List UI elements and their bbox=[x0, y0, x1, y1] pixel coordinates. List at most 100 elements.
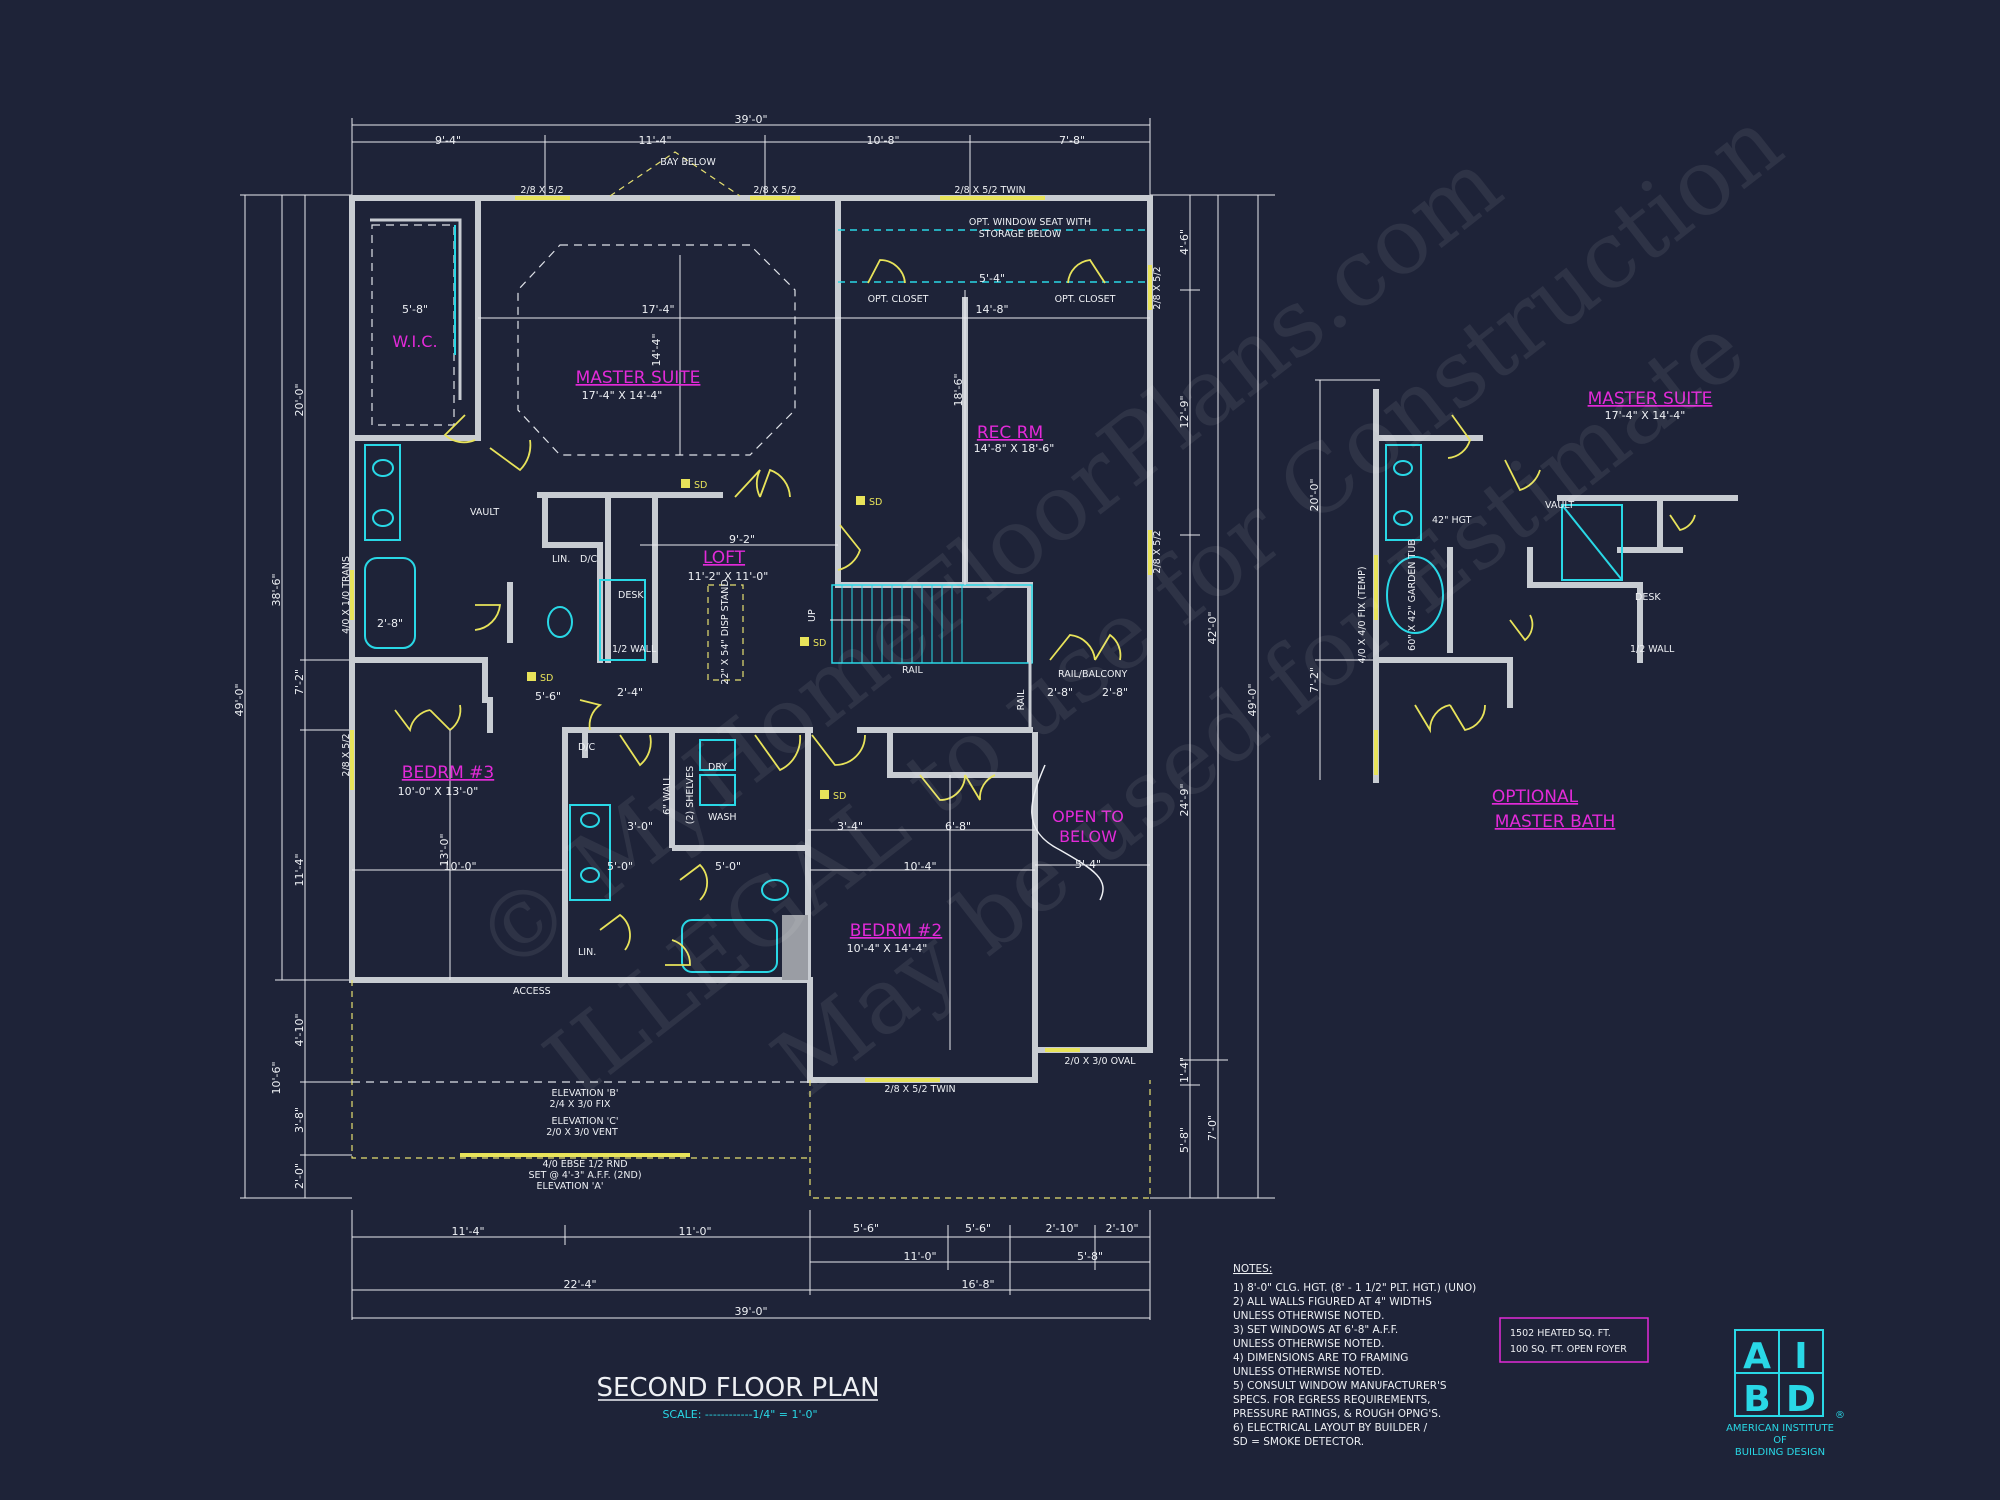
right-dimensions: 4'-6" 12'-9" 24'-9" 1'-4" 5'-8" 42'-0" 7… bbox=[1150, 194, 1275, 1199]
top-dimensions: 39'-0" 9'-4" 11'-4" 10'-8" 7'-8" bbox=[351, 113, 1151, 195]
dc-label: D/C bbox=[580, 554, 598, 565]
logo-d: D bbox=[1786, 1379, 1816, 1420]
dim-text: 3'-0" bbox=[627, 820, 653, 833]
note-line: PRESSURE RATINGS, & ROUGH OPNG'S. bbox=[1233, 1408, 1441, 1420]
bedrm2-size: 10'-4" X 14'-4" bbox=[847, 942, 928, 955]
windows bbox=[350, 196, 1152, 1157]
window-label: 2/0 X 3/0 OVAL bbox=[1064, 1056, 1136, 1067]
title-block: SECOND FLOOR PLAN SCALE: ------------1/4… bbox=[596, 1373, 879, 1421]
disp-stand bbox=[707, 584, 744, 681]
garden-tub-label: 60" X 42" GARDEN TUB bbox=[1407, 539, 1418, 651]
dim-right: 42'-0" bbox=[1206, 611, 1219, 644]
dim-text: 14'-8" bbox=[975, 303, 1008, 316]
elevation-note: 2/0 X 3/0 VENT bbox=[546, 1127, 618, 1138]
vault-label: VAULT bbox=[470, 507, 499, 518]
room-labels: W.I.C. MASTER SUITE 17'-4" X 14'-4" REC … bbox=[392, 332, 1123, 955]
shelves-label: (2) SHELVES bbox=[685, 766, 696, 824]
six-wall-label: 6" WALL bbox=[662, 775, 673, 815]
note-line: UNLESS OTHERWISE NOTED. bbox=[1233, 1366, 1384, 1378]
sqft-heated: 1502 HEATED SQ. FT. bbox=[1510, 1328, 1611, 1339]
dim-left: 2'-0" bbox=[293, 1163, 306, 1189]
dim-text: 13'-0" bbox=[438, 833, 451, 866]
dim-bottom: 22'-4" bbox=[563, 1278, 596, 1291]
optional-master-bath-inset: 20'-0" 7'-2" VAULT DESK 1/2 WALL 42" HGT… bbox=[1308, 379, 1738, 832]
dim-bottom-total: 39'-0" bbox=[734, 1305, 767, 1318]
dim-text: 5'-6" bbox=[535, 690, 561, 703]
dim-text: 2'-8" bbox=[1047, 686, 1073, 699]
desk-label: DESK bbox=[618, 590, 644, 601]
bay-below-outline bbox=[609, 151, 741, 197]
window-label: 2/8 X 5/2 bbox=[520, 185, 563, 196]
wic-name: W.I.C. bbox=[392, 332, 437, 351]
dim-left: 7'-2" bbox=[293, 669, 306, 695]
access-label: ACCESS bbox=[513, 986, 551, 997]
dim-bottom: 16'-8" bbox=[961, 1278, 994, 1291]
logo-i: I bbox=[1794, 1336, 1807, 1377]
half-wall-label: 1/2 WALL bbox=[1630, 644, 1675, 655]
dim-left: 11'-4" bbox=[293, 853, 306, 886]
window-labels: 2/8 X 5/2 2/8 X 5/2 2/8 X 5/2 TWIN 2/8 X… bbox=[341, 185, 1163, 1095]
dim-left: 3'-8" bbox=[293, 1107, 306, 1133]
dim-text: 5'-8" bbox=[402, 303, 428, 316]
logo-b: B bbox=[1743, 1379, 1770, 1420]
door-swings bbox=[394, 259, 1122, 966]
dim-text: 14'-4" bbox=[650, 333, 663, 366]
rec-rm-name: REC RM bbox=[977, 423, 1043, 443]
dim-text: 18'-6" bbox=[952, 373, 965, 406]
dim-left-total: 49'-0" bbox=[233, 683, 246, 716]
watermark-line2: ILLEGAL to use for Construction bbox=[526, 88, 1802, 1118]
notes-block: NOTES: 1) 8'-0" CLG. HGT. (8' - 1 1/2" P… bbox=[1233, 1263, 1476, 1448]
dim-right: 7'-0" bbox=[1206, 1115, 1219, 1141]
plan-title: SECOND FLOOR PLAN bbox=[596, 1373, 879, 1403]
note-line: UNLESS OTHERWISE NOTED. bbox=[1233, 1310, 1384, 1322]
dim-text: 6'-8" bbox=[945, 820, 971, 833]
staircase bbox=[830, 584, 1033, 730]
dim-bottom: 2'-10" bbox=[1105, 1222, 1138, 1235]
tray-ceiling-outline bbox=[517, 244, 796, 456]
dim-text: 5'-4" bbox=[979, 272, 1005, 285]
loft-name: LOFT bbox=[703, 548, 746, 568]
plan-scale: SCALE: ------------1/4" = 1'-0" bbox=[662, 1408, 817, 1421]
note-line: UNLESS OTHERWISE NOTED. bbox=[1233, 1338, 1384, 1350]
note-line: SPECS. FOR EGRESS REQUIREMENTS, bbox=[1233, 1394, 1430, 1406]
window-label: 2/8 X 5/2 bbox=[1152, 266, 1163, 309]
optional-master-bath-line2: MASTER BATH bbox=[1495, 812, 1616, 832]
dim-right: 12'-9" bbox=[1178, 395, 1191, 428]
aibd-logo: A I B D ® AMERICAN INSTITUTE OF BUILDING… bbox=[1726, 1329, 1845, 1458]
dim-text: 5'-4" bbox=[1075, 858, 1101, 871]
interior-dimension-labels: 17'-4" 14'-4" 5'-8" 14'-8" 5'-4" 18'-6" … bbox=[377, 272, 1128, 873]
fix-temp-label: 4/0 X 4/0 FIX (TEMP) bbox=[1357, 566, 1368, 663]
dim-right-total: 49'-0" bbox=[1246, 683, 1259, 716]
elevation-note: 2/4 X 3/0 FIX bbox=[550, 1099, 611, 1110]
sd-label: SD bbox=[869, 497, 882, 508]
opt-closet-label: OPT. CLOSET bbox=[1055, 294, 1116, 305]
chase-fill bbox=[782, 915, 808, 980]
open-below-line2: BELOW bbox=[1059, 827, 1117, 846]
window-seat-label: OPT. WINDOW SEAT WITH bbox=[969, 217, 1091, 228]
dim-top-seg: 10'-8" bbox=[866, 134, 899, 147]
master-suite-size: 17'-4" X 14'-4" bbox=[582, 389, 663, 402]
master-suite-name: MASTER SUITE bbox=[576, 368, 701, 388]
rail-label: RAIL bbox=[902, 665, 924, 676]
dim-bottom: 5'-8" bbox=[1077, 1250, 1103, 1263]
window-label: 2/8 X 5/2 TWIN bbox=[884, 1084, 955, 1095]
dim-text: 10'-4" bbox=[903, 860, 936, 873]
elevation-notes: ELEVATION 'B' 2/4 X 3/0 FIX ELEVATION 'C… bbox=[528, 1088, 641, 1192]
wic-shelving bbox=[371, 224, 455, 426]
linen-label: LIN. bbox=[552, 554, 570, 565]
open-below-leader bbox=[1031, 764, 1104, 901]
notes-heading: NOTES: bbox=[1233, 1263, 1272, 1275]
bottom-dimensions: 11'-4" 11'-0" 5'-6" 5'-6" 2'-10" 2'-10" … bbox=[351, 1210, 1151, 1320]
sd-label: SD bbox=[694, 480, 707, 491]
logo-line3: BUILDING DESIGN bbox=[1735, 1447, 1825, 1458]
dim-text: 10'-0" bbox=[443, 860, 476, 873]
logo-a: A bbox=[1743, 1336, 1771, 1377]
elevation-note: ELEVATION 'B' bbox=[552, 1088, 619, 1099]
dim-bottom: 11'-0" bbox=[903, 1250, 936, 1263]
opt-master-suite-size: 17'-4" X 14'-4" bbox=[1605, 409, 1686, 422]
sd-label: SD bbox=[813, 638, 826, 649]
rec-rm-size: 14'-8" X 18'-6" bbox=[974, 442, 1055, 455]
bedrm2-name: BEDRM #2 bbox=[850, 921, 942, 941]
half-wall-label: 1/2 WALL bbox=[612, 644, 657, 655]
logo-line2: OF bbox=[1773, 1435, 1787, 1446]
